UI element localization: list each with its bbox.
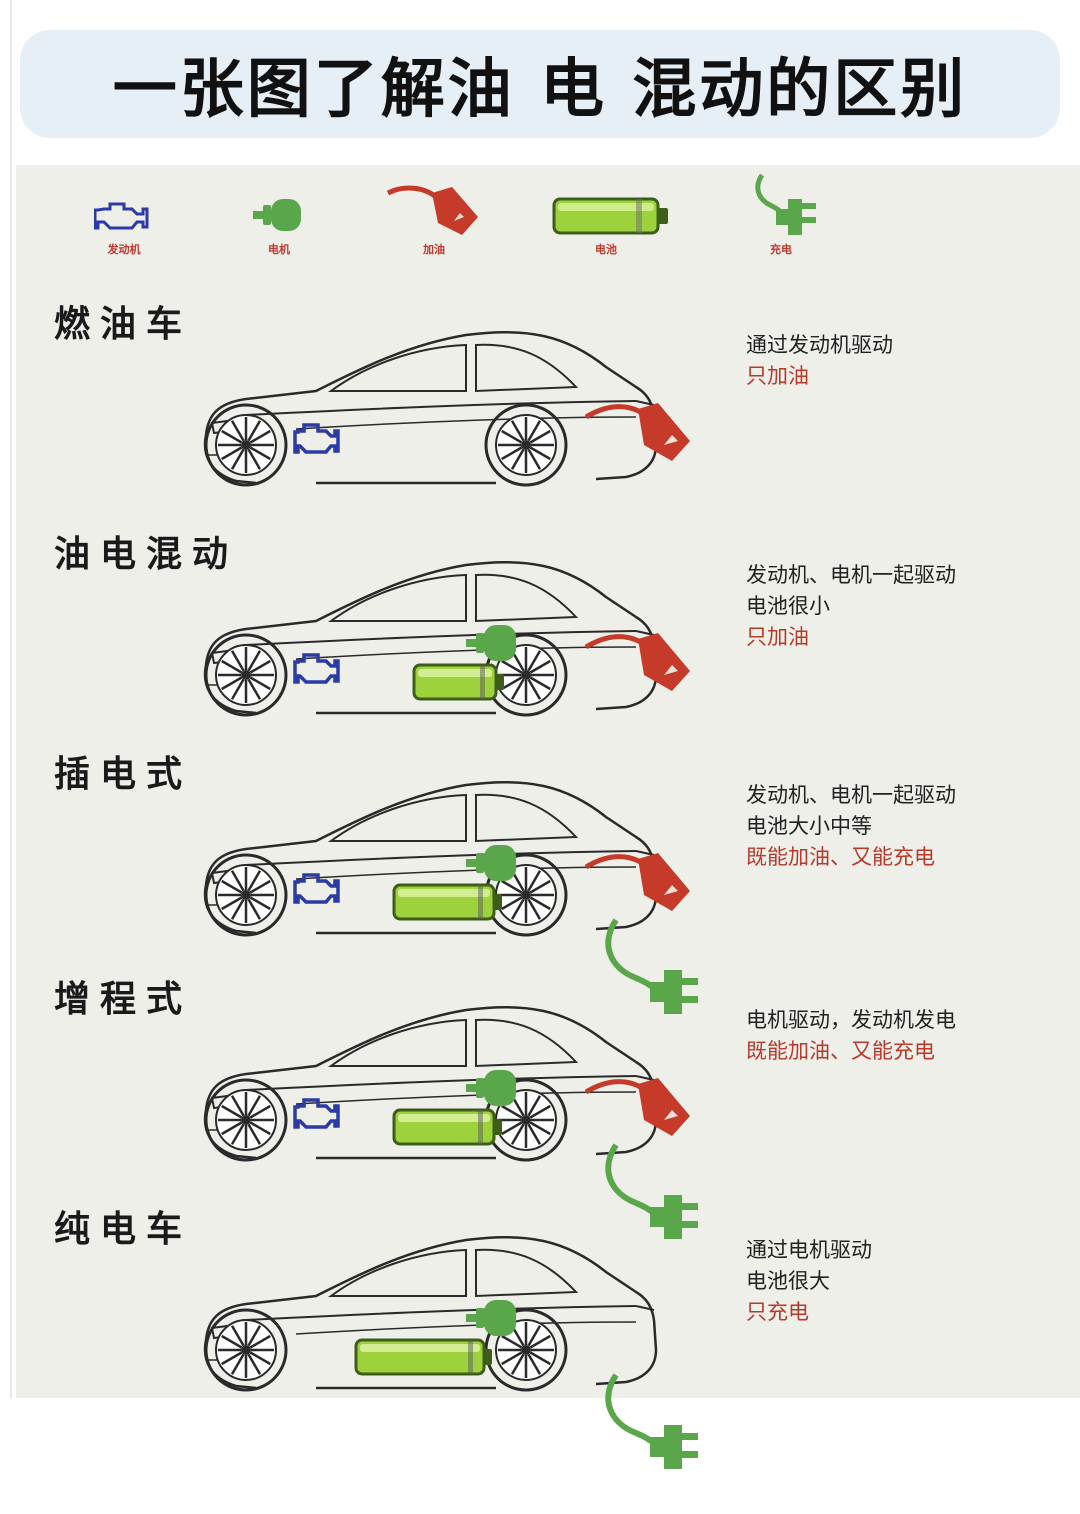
row-ev-title: 纯电车 — [54, 1209, 193, 1250]
motor-icon — [466, 1070, 516, 1106]
engine-icon — [293, 873, 340, 904]
fuel-nozzle-icon — [584, 633, 690, 691]
battery-icon — [412, 663, 504, 701]
fuel-nozzle-icon — [584, 1078, 690, 1136]
legend-battery: 电池 — [546, 193, 668, 257]
legend-label-fuel: 加油 — [423, 243, 445, 256]
fuel-nozzle-icon — [386, 185, 478, 235]
legend-label-plug: 充电 — [770, 243, 792, 256]
motor-icon — [253, 199, 301, 231]
description-line: 发动机、电机一起驱动 — [746, 783, 956, 807]
row-fuel-car-description: 通过发动机驱动只加油 — [746, 330, 893, 392]
description-line: 电池很大 — [746, 1269, 830, 1293]
row-fuel-car-title: 燃油车 — [54, 304, 193, 345]
description-line: 发动机、电机一起驱动 — [746, 563, 956, 587]
row-hybrid-description: 发动机、电机一起驱动电池很小只加油 — [746, 560, 956, 653]
battery-icon — [552, 197, 668, 235]
legend-label-battery: 电池 — [595, 243, 617, 256]
description-highlight: 只加油 — [746, 364, 809, 388]
description-highlight: 既能加油、又能充电 — [746, 1039, 935, 1063]
diagram-panel: 发动机 电机 加油 电池 充电 — [16, 165, 1080, 1469]
title-banner: 一张图了解油 电 混动的区别 — [20, 30, 1060, 138]
row-range-extender-car-illustration — [166, 980, 726, 1239]
engine-icon — [293, 1098, 340, 1129]
description-line: 电池大小中等 — [746, 814, 872, 838]
engine-icon — [94, 202, 149, 230]
row-ev-car-illustration — [166, 1210, 726, 1469]
legend-motor: 电机 — [219, 193, 339, 257]
description-highlight: 只加油 — [746, 625, 809, 649]
page-border — [10, 0, 12, 1398]
description-line: 电机驱动，发动机发电 — [746, 1008, 956, 1032]
row-ev-description: 通过电机驱动电池很大只充电 — [746, 1235, 872, 1328]
battery-icon — [392, 1108, 502, 1146]
charge-plug-icon — [605, 1373, 698, 1469]
battery-icon — [354, 1338, 492, 1376]
row-hybrid-car-illustration — [166, 535, 726, 765]
row-range-extender-description: 电机驱动，发动机发电既能加油、又能充电 — [746, 1005, 956, 1067]
description-line: 通过发动机驱动 — [746, 333, 893, 357]
motor-icon — [466, 625, 516, 661]
legend-engine: 发动机 — [64, 193, 184, 257]
description-highlight: 只充电 — [746, 1300, 809, 1324]
legend-fuel: 加油 — [374, 183, 494, 257]
charge-plug-icon — [605, 1143, 698, 1239]
fuel-nozzle-icon — [584, 403, 690, 461]
row-fuel-car-car-illustration — [166, 305, 726, 535]
fuel-nozzle-icon — [584, 853, 690, 911]
legend-plug: 充电 — [721, 173, 841, 257]
row-plugin-hybrid-description: 发动机、电机一起驱动电池大小中等既能加油、又能充电 — [746, 780, 956, 873]
legend-label-motor: 电机 — [268, 243, 290, 256]
charge-plug-icon — [755, 173, 816, 235]
charge-plug-icon — [605, 918, 698, 1014]
page-title: 一张图了解油 电 混动的区别 — [112, 53, 968, 127]
motor-icon — [466, 845, 516, 881]
battery-icon — [392, 883, 502, 921]
description-line: 电池很小 — [746, 594, 830, 618]
row-plugin-hybrid-title: 插电式 — [54, 754, 193, 795]
motor-icon — [466, 1300, 516, 1336]
row-plugin-hybrid-car-illustration — [166, 755, 726, 1014]
row-hybrid-title: 油电混动 — [54, 534, 239, 575]
row-range-extender-title: 增程式 — [54, 979, 193, 1020]
description-highlight: 既能加油、又能充电 — [746, 845, 935, 869]
description-line: 通过电机驱动 — [746, 1238, 872, 1262]
engine-icon — [293, 423, 340, 454]
legend-label-engine: 发动机 — [107, 243, 141, 256]
engine-icon — [293, 653, 340, 684]
